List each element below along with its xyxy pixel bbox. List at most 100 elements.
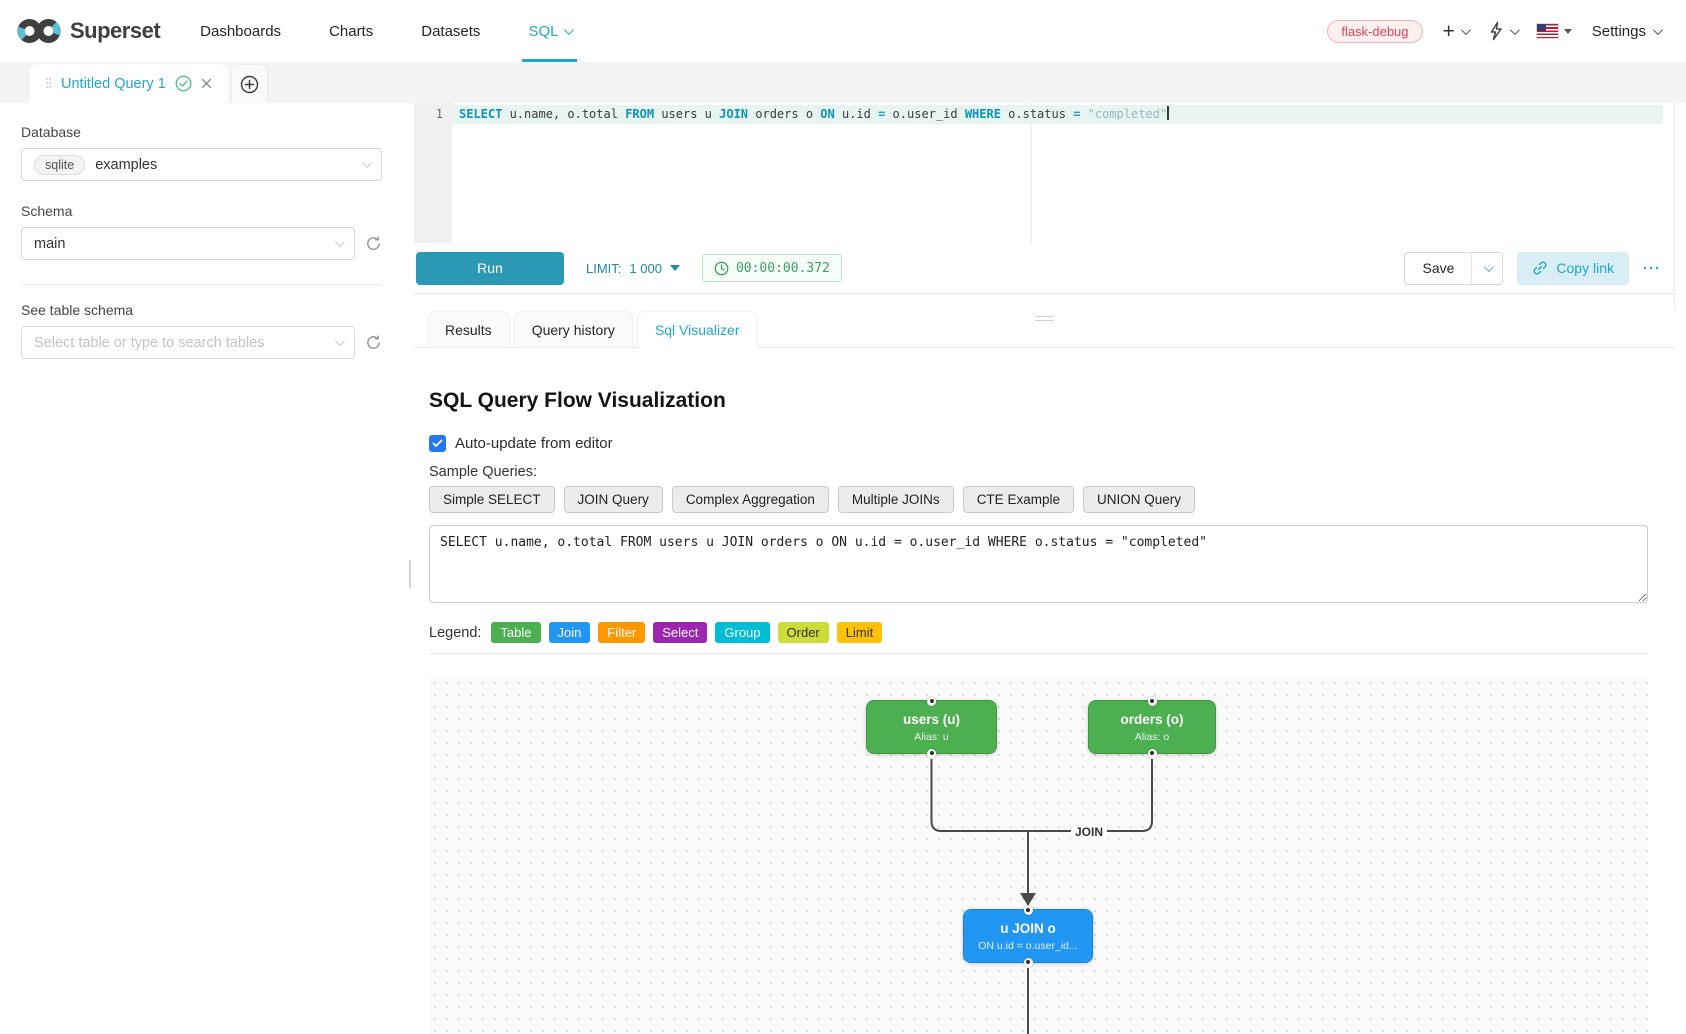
environment-badge: flask-debug <box>1327 19 1423 43</box>
chevron-down-icon <box>334 237 345 248</box>
clock-icon <box>714 261 729 275</box>
code-token: "completed" <box>1087 107 1168 121</box>
divider <box>429 653 1648 654</box>
sample-button-complex-aggregation[interactable]: Complex Aggregation <box>671 486 829 513</box>
editor-toolbar: Run LIMIT: 1 000 00:00:00.372 Save <box>414 243 1675 294</box>
superset-logo[interactable]: Superset <box>0 16 178 46</box>
edge-arrowhead <box>1020 893 1036 906</box>
code-token <box>1080 107 1087 121</box>
node-handle-top[interactable] <box>1023 905 1033 915</box>
sample-button-multiple-joins[interactable]: Multiple JOINs <box>837 486 954 513</box>
legend-badge-table: Table <box>491 622 541 643</box>
tab-results[interactable]: Results <box>427 311 510 348</box>
edge-orders-to-join <box>1028 759 1153 832</box>
brand-name: Superset <box>70 18 161 43</box>
tab-sql-visualizer[interactable]: Sql Visualizer <box>636 311 758 348</box>
node-handle-bottom[interactable] <box>927 748 936 758</box>
code-token: JOIN <box>719 107 749 121</box>
lightning-icon <box>1490 21 1502 41</box>
sample-button-union-query[interactable]: UNION Query <box>1082 486 1195 513</box>
node-title: orders (o) <box>1120 711 1184 727</box>
copy-link-button[interactable]: Copy link <box>1517 251 1629 285</box>
code-token: users u <box>654 107 720 121</box>
nav-item-charts[interactable]: Charts <box>307 0 395 62</box>
save-split-button: Save <box>1404 251 1504 285</box>
chevron-down-icon <box>334 336 345 347</box>
sql-lab-sidebar: Database sqlite examples Schema main See… <box>0 103 403 1034</box>
code-token: WHERE <box>964 107 1001 121</box>
refresh-tables-icon[interactable] <box>365 334 382 351</box>
database-select-value: examples <box>95 156 158 173</box>
sql-editor[interactable]: 1 SELECT u.name, o.total FROM users u JO… <box>414 103 1663 243</box>
tab-query-history[interactable]: Query history <box>513 311 633 348</box>
code-token: o.status <box>1000 107 1074 121</box>
pane-resize-handle[interactable] <box>1034 316 1054 321</box>
limit-label: LIMIT: <box>586 260 622 276</box>
save-button[interactable]: Save <box>1422 260 1455 276</box>
more-options-button[interactable]: ··· <box>1643 259 1661 277</box>
legend-badge-limit: Limit <box>836 622 883 643</box>
legend-badge-group: Group <box>715 622 770 643</box>
editor-active-line[interactable]: SELECT u.name, o.total FROM users u JOIN… <box>452 105 1663 124</box>
node-handle-top[interactable] <box>1147 696 1157 706</box>
save-options-button[interactable] <box>1471 252 1502 284</box>
sql-lab-main: 1 SELECT u.name, o.total FROM users u JO… <box>414 103 1675 1034</box>
close-tab-icon[interactable] <box>201 78 212 89</box>
legend-badge-order: Order <box>777 622 829 643</box>
auto-update-row: Auto-update from editor <box>429 435 1648 452</box>
sample-button-cte-example[interactable]: CTE Example <box>962 486 1074 513</box>
auto-update-label: Auto-update from editor <box>455 435 613 452</box>
database-select[interactable]: sqlite examples <box>21 148 382 181</box>
legend-label: Legend: <box>429 624 482 641</box>
language-picker[interactable] <box>1535 23 1572 39</box>
settings-menu[interactable]: Settings <box>1592 23 1663 40</box>
flow-canvas[interactable]: users (u)Alias: u orders (o)Alias: o u JOI… <box>429 677 1648 1034</box>
sql-visualizer-panel: SQL Query Flow Visualization Auto-update… <box>414 389 1675 1034</box>
sample-button-join-query[interactable]: JOIN Query <box>563 486 663 513</box>
south-pane: Results Query history Sql Visualizer SQL Q… <box>414 311 1675 1034</box>
visualizer-title: SQL Query Flow Visualization <box>429 389 726 412</box>
node-handle-bottom[interactable] <box>1023 957 1033 967</box>
database-label: Database <box>21 124 81 140</box>
sample-button-simple-select[interactable]: Simple SELECT <box>429 486 555 513</box>
schema-select[interactable]: main <box>21 227 355 260</box>
node-handle-bottom[interactable] <box>1147 748 1157 758</box>
chevron-down-icon <box>361 158 372 169</box>
refresh-schemas-icon[interactable] <box>365 235 382 252</box>
new-query-tab-button[interactable] <box>230 64 268 103</box>
copy-link-label: Copy link <box>1556 260 1614 276</box>
code-token: = <box>878 107 886 121</box>
flow-node-orders[interactable]: orders (o)Alias: o <box>1088 696 1216 758</box>
database-engine-badge: sqlite <box>34 154 86 175</box>
code-token: ON <box>820 107 835 121</box>
nav-item-label: Dashboards <box>200 22 282 40</box>
tab-label: Sql Visualizer <box>654 321 740 338</box>
limit-dropdown[interactable]: LIMIT: 1 000 <box>586 261 680 276</box>
plus-icon: + <box>1442 19 1455 43</box>
edge-label-join: JOIN <box>1070 824 1108 840</box>
nav-item-label: SQL <box>528 22 559 40</box>
sample-query-buttons: Simple SELECT JOIN Query Complex Aggregati… <box>429 486 1648 513</box>
new-item-menu[interactable]: + <box>1442 19 1471 43</box>
table-select[interactable]: Select table or type to search tables <box>21 326 355 359</box>
superset-logo-icon <box>17 19 61 43</box>
query-status-menu[interactable] <box>1488 21 1520 41</box>
nav-item-sql[interactable]: SQL <box>506 0 593 62</box>
flow-node-users[interactable]: users (u)Alias: u <box>866 696 997 758</box>
tab-label: Results <box>445 321 492 338</box>
query-timer: 00:00:00.372 <box>701 254 842 282</box>
node-title: u JOIN o <box>1000 920 1056 936</box>
sql-text-input[interactable]: SELECT u.name, o.total FROM users u JOIN… <box>429 525 1648 603</box>
query-tab-untitled-query-1[interactable]: Untitled Query 1 <box>30 64 228 103</box>
nav-item-datasets[interactable]: Datasets <box>399 0 502 62</box>
query-tab-label: Untitled Query 1 <box>61 75 166 92</box>
timer-value: 00:00:00.372 <box>735 260 830 276</box>
auto-update-checkbox[interactable] <box>429 435 446 452</box>
run-button[interactable]: Run <box>416 251 564 285</box>
sidebar-resize-handle[interactable] <box>409 560 411 588</box>
nav-item-dashboards[interactable]: Dashboards <box>178 0 303 62</box>
drag-handle-icon[interactable] <box>46 77 52 90</box>
node-handle-top[interactable] <box>927 696 936 706</box>
